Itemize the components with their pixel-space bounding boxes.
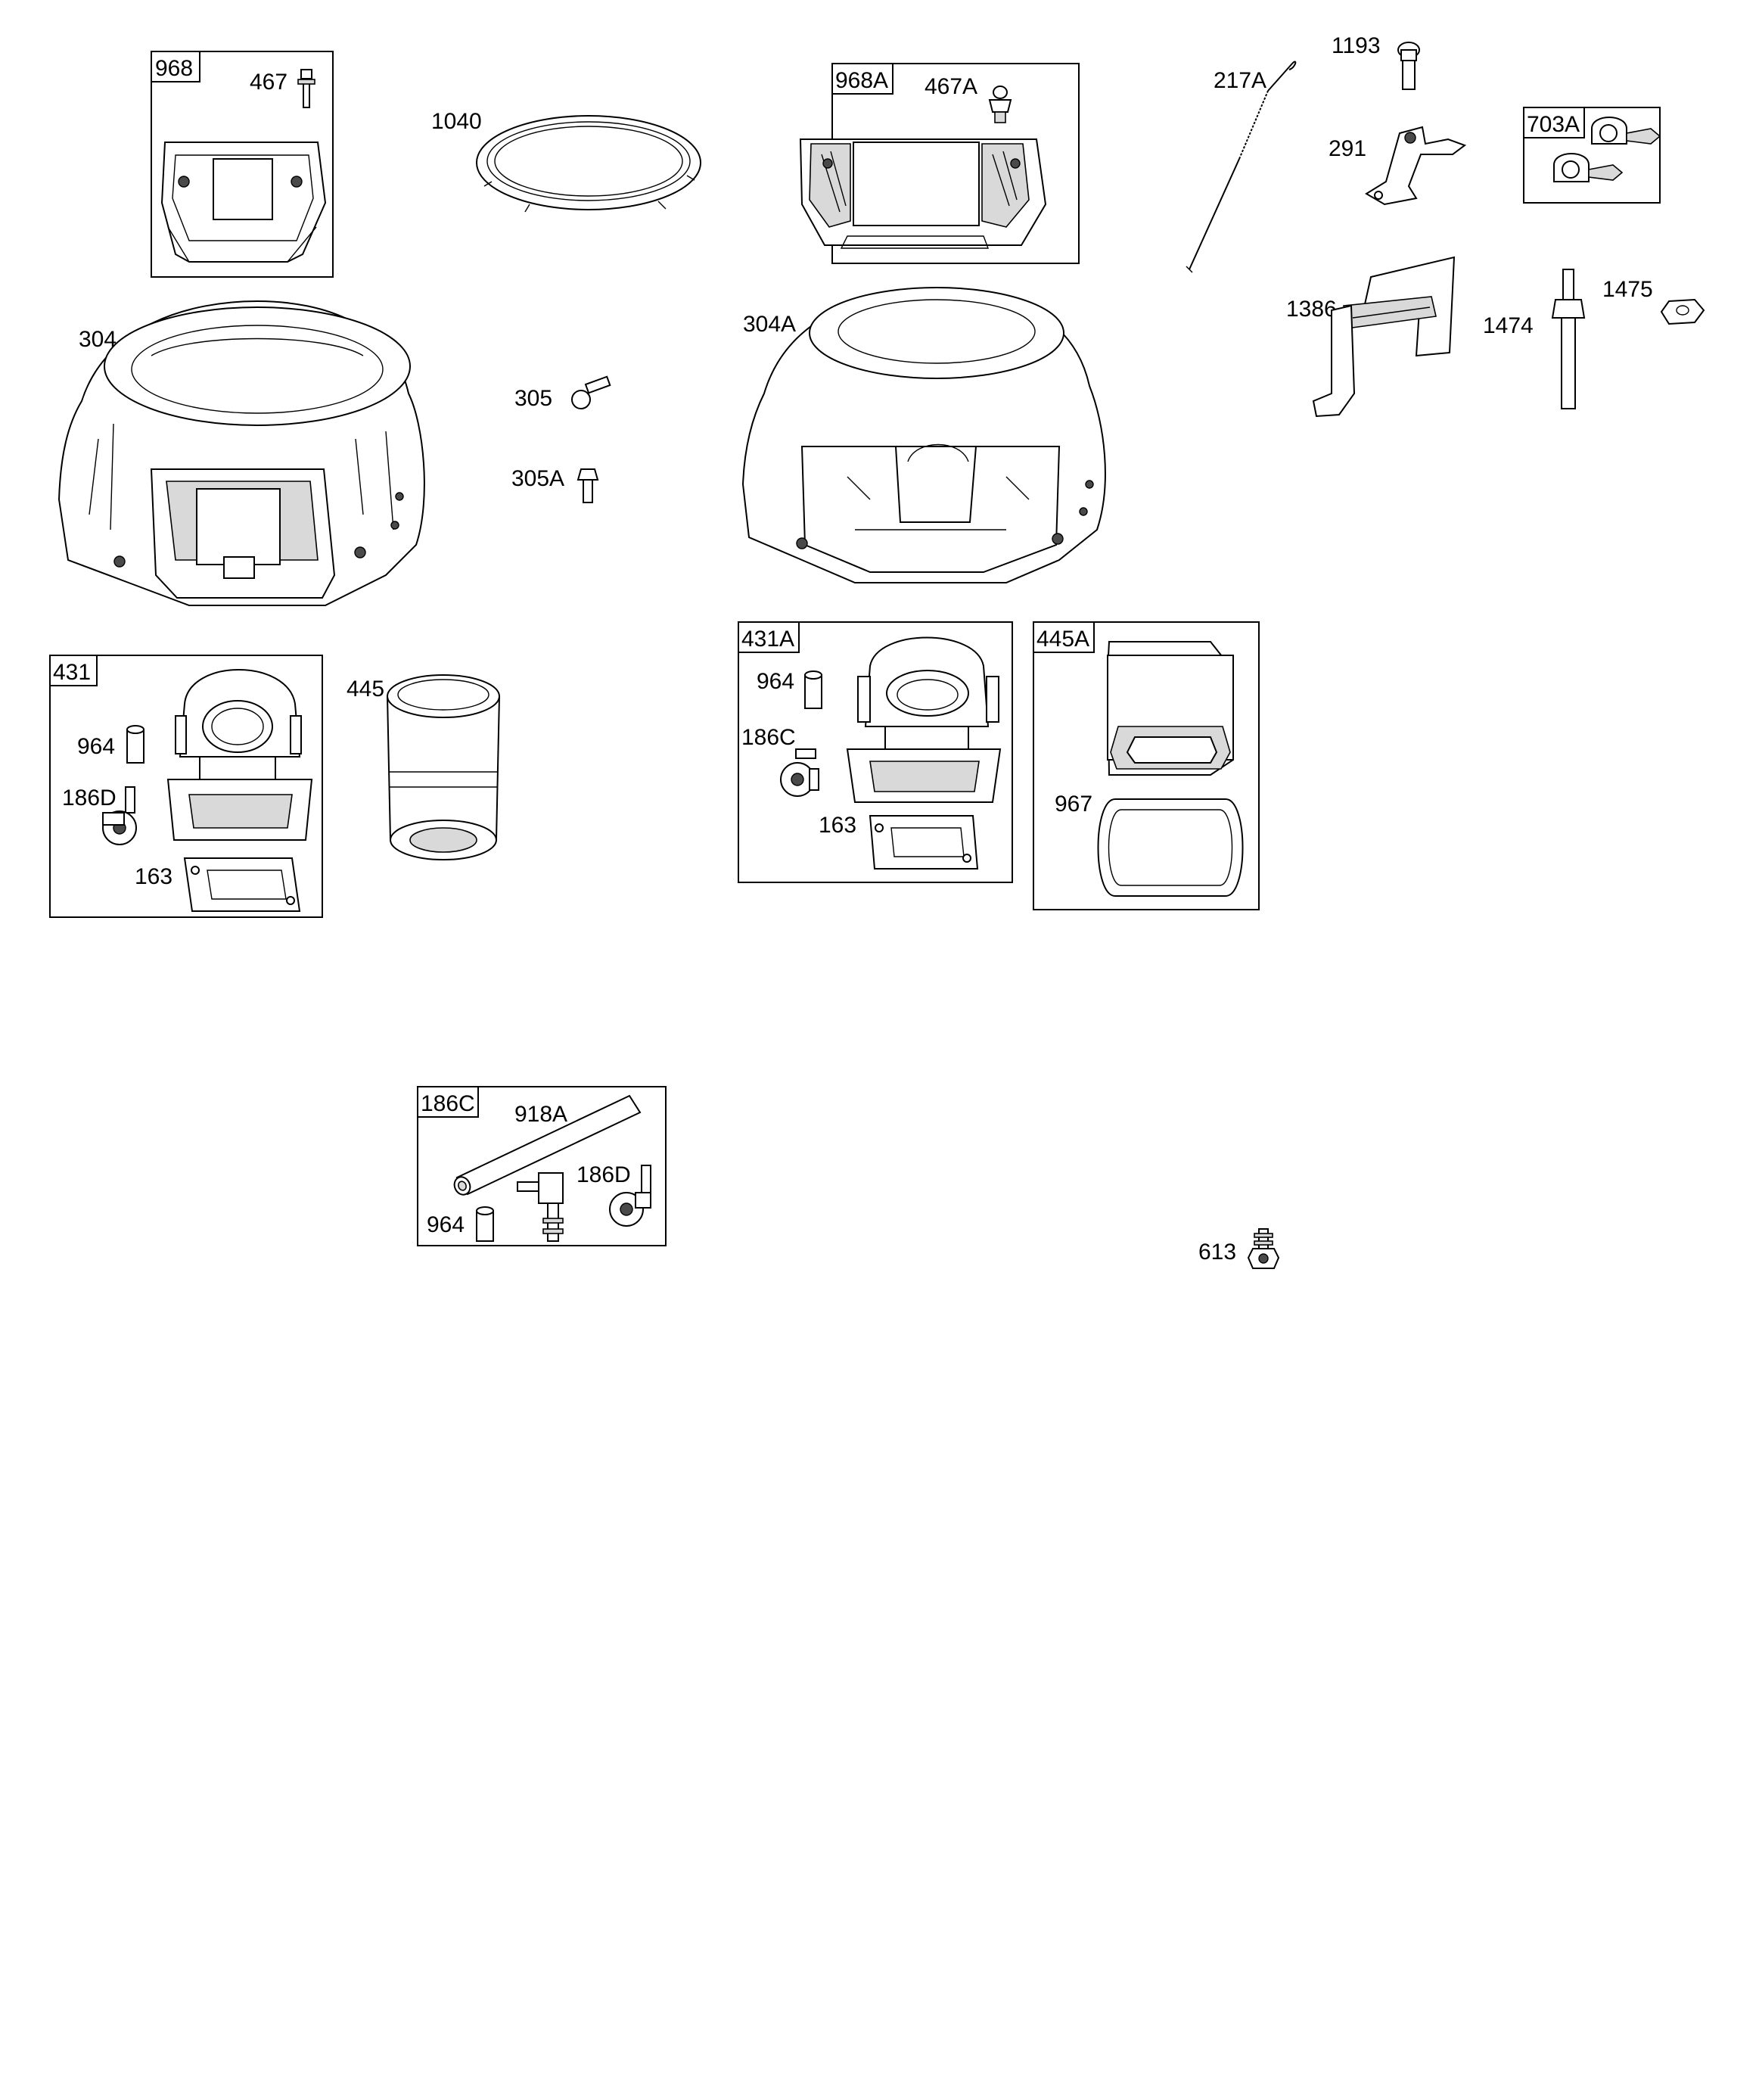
callout-291: 291 — [1329, 136, 1366, 161]
callout-163-kit431: 163 — [135, 864, 172, 889]
callout-186d-kit186c: 186D — [576, 1162, 631, 1187]
part-467-screw — [297, 69, 315, 108]
part-186d-fitting-kit186c — [609, 1165, 651, 1227]
part-1193-bolt — [1397, 42, 1420, 90]
kit-tag-431a: 431A — [741, 627, 794, 652]
part-305a-screw — [576, 468, 599, 503]
part-186d-fitting-kit431 — [102, 786, 137, 845]
kit-tag-703a: 703A — [1527, 112, 1580, 137]
callout-305: 305 — [514, 386, 552, 411]
part-1475-nut — [1660, 298, 1705, 325]
kit-tag-431: 431 — [53, 660, 91, 685]
part-186c-fitting-kit431a — [780, 748, 819, 797]
callout-304a: 304A — [743, 312, 796, 337]
callout-1474: 1474 — [1483, 313, 1534, 338]
part-964-spacer-kit431 — [126, 725, 145, 764]
callout-918a: 918A — [514, 1102, 567, 1127]
part-613-bolt — [1247, 1228, 1280, 1269]
kit-box-186c: 186C — [417, 1086, 667, 1246]
callout-304: 304 — [79, 327, 117, 352]
callout-964-kit431: 964 — [77, 734, 115, 759]
kit-box-445a: 445A — [1033, 621, 1260, 910]
part-186c-tee-fitting — [517, 1172, 564, 1242]
callout-217a: 217A — [1214, 68, 1266, 93]
kit-box-968: 968 — [151, 51, 334, 278]
kit-tag-445a: 445A — [1036, 627, 1089, 652]
callout-467: 467 — [250, 70, 287, 95]
kit-tag-186c: 186C — [421, 1091, 475, 1116]
part-445a-air-filter — [1106, 641, 1234, 776]
part-467a-clip — [988, 86, 1012, 123]
callout-613: 613 — [1198, 1240, 1236, 1265]
part-304a-blower-housing — [741, 287, 1106, 583]
part-964-spacer-kit431a — [804, 670, 822, 709]
part-964-spacer-kit186c — [476, 1206, 494, 1242]
callout-467a: 467A — [925, 74, 977, 99]
part-1040-gasket-ring — [476, 115, 701, 213]
kit-tag-968a: 968A — [835, 68, 888, 93]
callout-186c-kit431a: 186C — [741, 725, 796, 750]
callout-1386: 1386 — [1286, 297, 1337, 322]
kit-box-431a: 431A — [738, 621, 1013, 883]
kit-box-703a: 703A — [1523, 107, 1661, 204]
part-305-screw — [571, 375, 611, 409]
part-217a-spring-link — [1186, 61, 1297, 273]
part-304-blower-housing — [57, 300, 425, 606]
part-431a-air-cleaner-base — [846, 636, 1002, 803]
callout-1040: 1040 — [431, 109, 482, 134]
kit-tag-968: 968 — [155, 56, 193, 81]
part-431-air-cleaner-base — [166, 669, 313, 841]
part-163-gasket-kit431 — [183, 857, 301, 912]
callout-964-kit431a: 964 — [757, 669, 794, 694]
callout-1475: 1475 — [1602, 277, 1653, 302]
callout-967: 967 — [1055, 792, 1092, 817]
callout-1193: 1193 — [1332, 33, 1381, 58]
part-967-pre-cleaner — [1097, 798, 1244, 897]
callout-305a: 305A — [511, 466, 564, 491]
callout-964-kit186c: 964 — [427, 1212, 465, 1237]
part-163-gasket-kit431a — [869, 815, 979, 870]
part-1474-stud — [1551, 269, 1586, 409]
part-1386-baffle — [1312, 256, 1456, 418]
part-291-lever — [1365, 126, 1467, 206]
callout-445: 445 — [347, 677, 384, 702]
kit-box-431: 431 — [49, 655, 323, 918]
part-918a-hose — [453, 1094, 642, 1196]
callout-163-kit431a: 163 — [819, 813, 856, 838]
part-968a-cover — [799, 138, 1047, 249]
part-968-cover — [160, 142, 327, 263]
part-703a-clip-lower — [1553, 153, 1624, 182]
callout-186d-kit431: 186D — [62, 786, 117, 810]
part-445-air-filter — [386, 674, 501, 860]
part-703a-clip-upper — [1591, 117, 1661, 145]
